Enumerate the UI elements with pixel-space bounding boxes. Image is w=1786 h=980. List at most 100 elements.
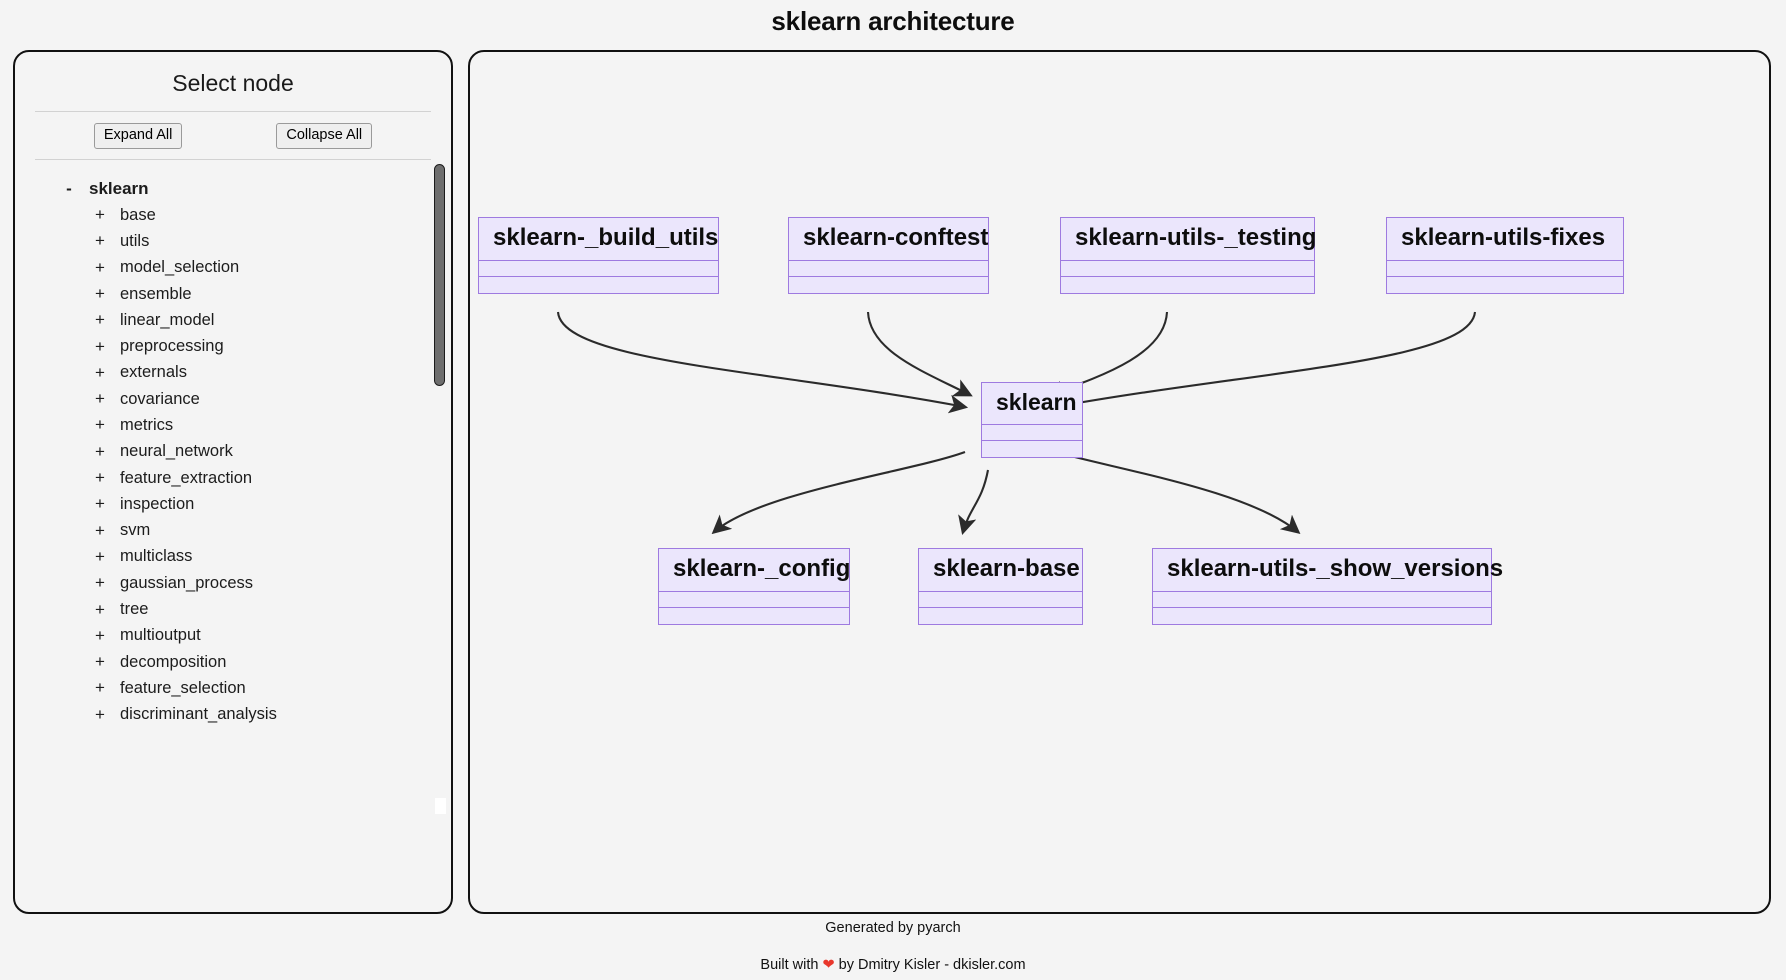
expand-toggle-icon[interactable]: + [95,389,105,409]
footer-built-by: Built with ❤ by Dmitry Kisler - dkisler.… [0,957,1786,973]
expand-toggle-icon[interactable]: + [95,336,105,356]
uml-attributes-compartment [1061,261,1314,278]
tree-item-utils[interactable]: +utils [15,228,451,254]
tree-item-tree[interactable]: +tree [15,596,451,622]
sidebar-divider-bottom [35,158,431,160]
sidebar-divider-top [35,111,431,112]
uml-node-title: sklearn-base [919,549,1082,593]
collapse-toggle-icon[interactable]: - [66,178,72,198]
tree-item-label: feature_selection [120,678,246,697]
uml-node-show-versions[interactable]: sklearn-utils-_show_versions [1152,548,1503,626]
collapse-all-button[interactable]: Collapse All [276,123,373,149]
tree-item-discriminant_analysis[interactable]: + discriminant_analysis [15,702,451,728]
tree-item-multiclass[interactable]: + multiclass [15,544,451,570]
tree-item-decomposition[interactable]: + decomposition [15,649,451,675]
tree-item-label: externals [120,363,187,382]
tree-item-linear_model[interactable]: + linear_model [15,307,451,333]
uml-methods-compartment [1387,277,1623,293]
tree-item-externals[interactable]: + externals [15,360,451,386]
uml-node-build-utils[interactable]: sklearn-_build_utils [478,217,719,295]
uml-node-utils-fixes[interactable]: sklearn-utils-fixes [1386,217,1624,295]
uml-node-sklearn[interactable]: sklearn [981,382,1083,459]
expand-toggle-icon[interactable]: + [95,284,105,303]
tree-item-label: model_selection [120,258,240,277]
uml-methods-compartment [479,277,718,293]
tree-scroll-area[interactable]: - sklearn +base+utils+model_selection+en… [15,160,451,901]
expand-all-button[interactable]: Expand All [93,123,183,149]
tree-item-metrics[interactable]: +metrics [15,412,451,438]
select-node-panel: Select node Expand All Collapse All - sk… [13,50,453,914]
expand-toggle-icon[interactable]: + [95,494,105,514]
tree-item-label: preprocessing [120,337,224,356]
tree-item-gaussian_process[interactable]: + gaussian_process [15,570,451,596]
uml-node-conftest[interactable]: sklearn-conftest [788,217,989,295]
expand-toggle-icon[interactable]: + [95,704,105,724]
uml-node-title: sklearn-utils-_show_versions [1153,549,1503,593]
tree-item-label: discriminant_analysis [120,705,277,724]
uml-node-config[interactable]: sklearn-_config [658,548,850,626]
edge-sklearn-to-config [711,451,966,535]
scrollbar-corner [435,797,446,814]
tree-item-label: base [120,205,156,224]
uml-attributes-compartment [919,592,1082,609]
tree-item-inspection[interactable]: +inspection [15,491,451,517]
tree-item-label: linear_model [120,310,215,329]
tree-item-label: multiclass [120,547,193,566]
expand-toggle-icon[interactable]: + [95,415,105,435]
tree-controls: Expand All Collapse All [15,112,451,159]
architecture-diagram-panel: sklearn-_build_utils sklearn-conftest sk… [468,50,1771,914]
expand-toggle-icon[interactable]: + [95,231,105,251]
uml-attributes-compartment [982,425,1082,442]
expand-toggle-icon[interactable]: + [95,625,105,645]
tree-item-ensemble[interactable]: + ensemble [15,281,451,307]
edge-conftest-to-sklearn [866,311,973,397]
expand-toggle-icon[interactable]: + [95,599,105,619]
diagram-edges [556,311,1477,536]
tree-item-base[interactable]: + base [15,202,451,228]
expand-toggle-icon[interactable]: + [95,652,105,672]
expand-toggle-icon[interactable]: + [95,546,105,566]
uml-methods-compartment [659,608,849,624]
tree-item-label: decomposition [120,652,227,671]
expand-toggle-icon[interactable]: + [95,678,105,698]
tree-item-label: sklearn [89,178,149,198]
tree-item-neural_network[interactable]: +neural_network [15,439,451,465]
uml-attributes-compartment [1387,261,1623,278]
tree-item-label: svm [120,521,151,540]
heart-icon: ❤ [822,957,835,973]
expand-toggle-icon[interactable]: + [95,520,105,540]
tree-item-feature_selection[interactable]: + feature_selection [15,675,451,701]
uml-attributes-compartment [479,261,718,278]
expand-toggle-icon[interactable]: + [95,573,105,593]
tree-item-label: gaussian_process [120,573,253,592]
tree-item-svm[interactable]: + svm [15,518,451,544]
expand-toggle-icon[interactable]: + [95,468,105,488]
uml-node-title: sklearn [982,383,1082,426]
tree-item-covariance[interactable]: +covariance [15,386,451,412]
expand-toggle-icon[interactable]: + [95,257,105,277]
uml-methods-compartment [982,441,1082,457]
uml-attributes-compartment [1153,592,1491,609]
uml-node-base[interactable]: sklearn-base [918,548,1083,626]
uml-methods-compartment [1061,277,1314,293]
tree-scrollbar-thumb[interactable] [434,163,445,386]
expand-toggle-icon[interactable]: + [95,362,105,382]
tree-item-multioutput[interactable]: +multioutput [15,623,451,649]
tree-item-sklearn[interactable]: - sklearn [15,176,451,202]
uml-node-title: sklearn-conftest [789,218,988,262]
expand-toggle-icon[interactable]: + [95,310,105,330]
tree-scrollbar[interactable] [433,160,447,901]
uml-attributes-compartment [789,261,988,278]
tree-item-label: ensemble [120,284,192,303]
tree-item-feature_extraction[interactable]: + feature_extraction [15,465,451,491]
footer-built-prefix: Built with [760,957,823,973]
expand-toggle-icon[interactable]: + [95,205,105,225]
expand-toggle-icon[interactable]: + [95,441,105,461]
footer-built-suffix: by Dmitry Kisler - dkisler.com [834,957,1026,973]
tree-item-model_selection[interactable]: + model_selection [15,255,451,281]
uml-node-utils-testing[interactable]: sklearn-utils-_testing [1060,217,1316,295]
tree-item-preprocessing[interactable]: + preprocessing [15,333,451,359]
sidebar-title: Select node [172,70,294,96]
uml-node-title: sklearn-utils-_testing [1061,218,1316,262]
tree-item-label: feature_extraction [120,468,253,487]
